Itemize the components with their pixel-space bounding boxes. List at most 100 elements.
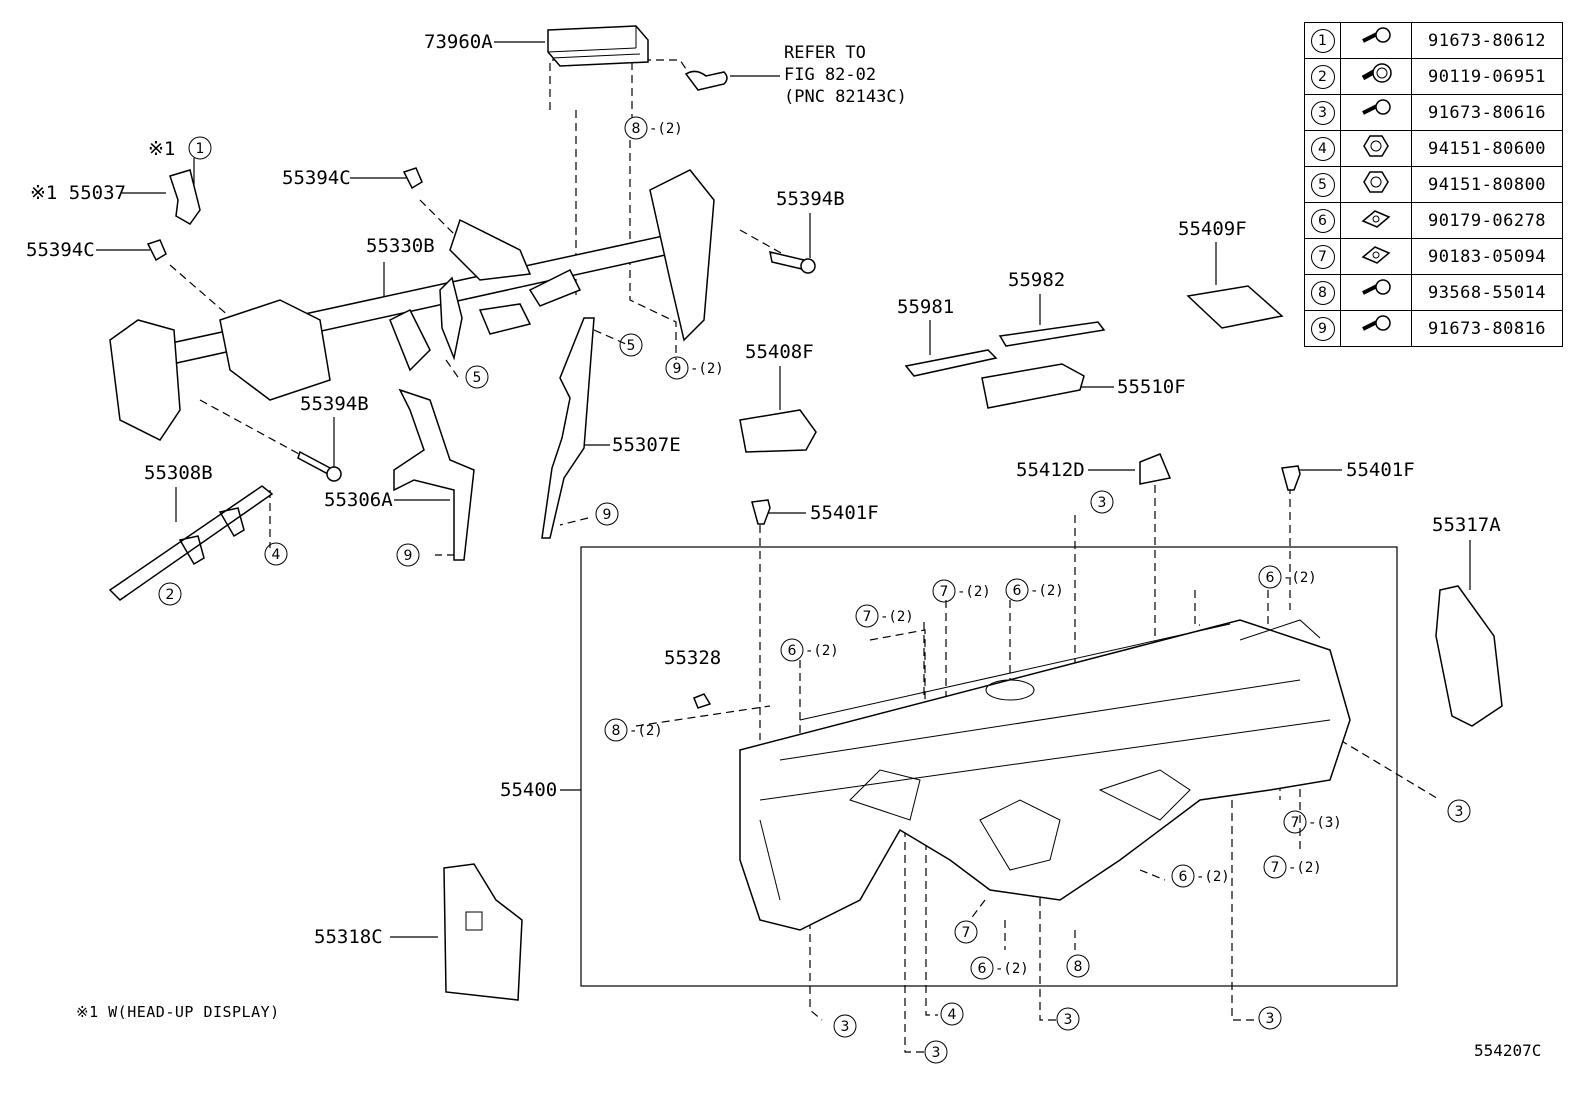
legend-part-number[interactable]: 94151-80600	[1411, 130, 1563, 167]
callout-55307E[interactable]: 55307E	[612, 434, 681, 456]
callout-55394B-right[interactable]: 55394B	[776, 188, 845, 210]
circle-8-top: 8 -(2)	[624, 116, 683, 140]
svg-text:7: 7	[1291, 815, 1300, 831]
callout-55401F-right[interactable]: 55401F	[1346, 459, 1415, 481]
panel-55408F-drawing[interactable]	[739, 409, 817, 453]
circle-8-c: 8	[1066, 954, 1090, 978]
svg-text:1: 1	[196, 141, 205, 157]
svg-text:5: 5	[627, 338, 636, 354]
svg-text:7: 7	[962, 925, 971, 941]
legend-part-number[interactable]: 94151-80800	[1411, 166, 1563, 203]
callout-55330B[interactable]: 55330B	[366, 235, 435, 257]
circle-9-a: 9-(2)	[665, 356, 724, 380]
svg-text:-(2): -(2)	[1196, 869, 1230, 885]
callout-55317A[interactable]: 55317A	[1432, 514, 1501, 536]
cover-55412D-drawing[interactable]	[1139, 453, 1172, 485]
panel-55510F-drawing[interactable]	[981, 363, 1085, 409]
callout-55400[interactable]: 55400	[500, 779, 557, 801]
legend-part-number[interactable]: 93568-55014	[1411, 274, 1563, 311]
nut-icon	[1340, 130, 1412, 167]
footnote: ※1 W(HEAD-UP DISPLAY)	[76, 1003, 280, 1021]
legend-row: 2 90119-06951	[1304, 58, 1563, 95]
clip-55401F-right-drawing	[1281, 465, 1301, 491]
part-55328-drawing	[693, 693, 712, 709]
svg-text:6: 6	[788, 643, 797, 659]
callout-55982[interactable]: 55982	[1008, 269, 1065, 291]
panel-55981-drawing[interactable]	[904, 349, 998, 377]
bolt-drawings	[146, 167, 816, 482]
circle-4-a: 4	[264, 542, 288, 566]
svg-text:3: 3	[1098, 495, 1107, 511]
circle-4-b: 4	[940, 1002, 964, 1026]
panel-55982-drawing[interactable]	[998, 321, 1106, 347]
legend-number: 2	[1304, 58, 1341, 95]
callout-55318C[interactable]: 55318C	[314, 926, 383, 948]
svg-text:8: 8	[1074, 959, 1083, 975]
svg-text:3: 3	[1064, 1012, 1073, 1028]
legend-number: 5	[1304, 166, 1341, 203]
nut-icon	[1340, 166, 1412, 203]
callout-55412D[interactable]: 55412D	[1016, 459, 1085, 481]
callout-55394C-left[interactable]: 55394C	[26, 239, 95, 261]
callout-55037[interactable]: ※1 55037	[30, 182, 126, 204]
junction-block-drawing	[547, 25, 780, 91]
legend-part-number[interactable]: 91673-80816	[1411, 310, 1563, 347]
brace-55307E-drawing	[541, 317, 595, 539]
svg-text:6: 6	[1266, 570, 1275, 586]
instrument-panel-drawing[interactable]	[739, 619, 1351, 931]
legend-part-number[interactable]: 91673-80612	[1411, 22, 1563, 59]
diagram-code: 554207C	[1474, 1041, 1542, 1060]
svg-text:9: 9	[603, 507, 612, 523]
callout-55394C-top[interactable]: 55394C	[282, 167, 351, 189]
callout-55409F[interactable]: 55409F	[1178, 218, 1247, 240]
svg-text:-(2): -(2)	[957, 584, 991, 600]
svg-text:-(2): -(2)	[805, 643, 839, 659]
svg-text:-(3): -(3)	[1308, 815, 1342, 831]
callout-55394B-mid[interactable]: 55394B	[300, 393, 369, 415]
circle-3-c: 3	[833, 1014, 857, 1038]
callout-73960A[interactable]: 73960A	[424, 31, 493, 53]
circle-6-c: 6 -(2)	[780, 638, 839, 662]
circle-6-b: 6-(2)	[1005, 578, 1064, 602]
callout-55401F-left[interactable]: 55401F	[810, 502, 879, 524]
callout-star1: ※1	[148, 138, 175, 160]
callout-55306A[interactable]: 55306A	[324, 489, 393, 511]
svg-text:8: 8	[612, 723, 621, 739]
svg-text:-(2): -(2)	[690, 361, 724, 377]
callout-55408F[interactable]: 55408F	[745, 341, 814, 363]
flange-bolt-icon	[1340, 58, 1412, 95]
legend-row: 5 94151-80800	[1304, 166, 1563, 203]
side-panel-55318C-drawing[interactable]	[443, 863, 523, 1001]
legend-part-number[interactable]: 90183-05094	[1411, 238, 1563, 275]
circle-5-b: 5	[465, 365, 489, 389]
svg-text:-(2): -(2)	[629, 723, 663, 739]
legend-row: 9 91673-80816	[1304, 310, 1563, 347]
legend-number: 9	[1304, 310, 1341, 347]
circle-6-e: 6-(2)	[970, 956, 1029, 980]
callout-55510F[interactable]: 55510F	[1117, 376, 1186, 398]
side-panel-55317A-drawing[interactable]	[1435, 585, 1503, 727]
legend-part-number[interactable]: 91673-80616	[1411, 94, 1563, 131]
svg-text:5: 5	[473, 370, 482, 386]
callout-55308B[interactable]: 55308B	[144, 462, 213, 484]
svg-text:-(2): -(2)	[880, 609, 914, 625]
svg-text:8: 8	[632, 121, 641, 137]
circle-3-f: 3	[924, 1040, 948, 1064]
svg-text:-(2): -(2)	[649, 121, 683, 137]
panel-55409F-drawing[interactable]	[1186, 285, 1284, 329]
legend-part-number[interactable]: 90179-06278	[1411, 202, 1563, 239]
circle-7-a: 7-(2)	[932, 579, 991, 603]
legend-part-number[interactable]: 90119-06951	[1411, 58, 1563, 95]
circle-3-d: 3	[1056, 1007, 1080, 1031]
bracket-55037-drawing	[169, 169, 201, 225]
svg-text:2: 2	[166, 587, 175, 603]
circle-7-e: 7	[954, 920, 978, 944]
callout-55328[interactable]: 55328	[664, 647, 721, 669]
callout-55981[interactable]: 55981	[897, 296, 954, 318]
